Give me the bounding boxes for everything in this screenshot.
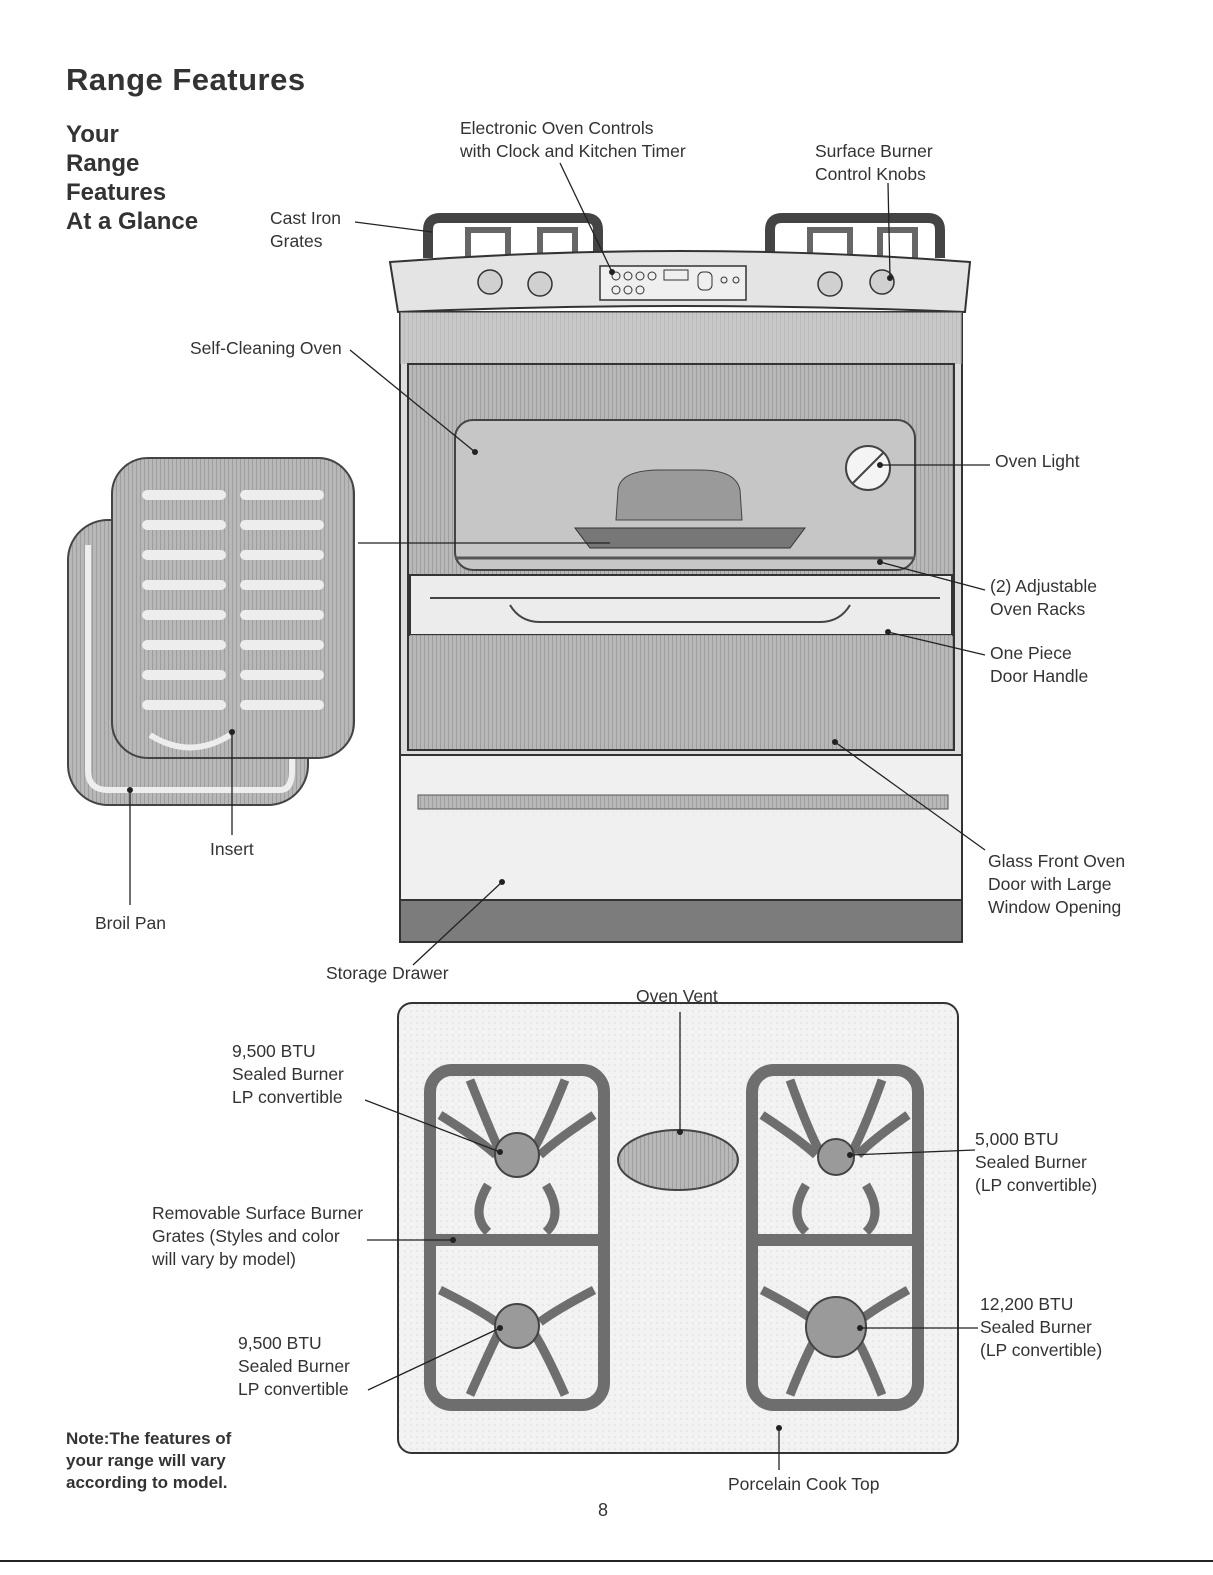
page-number: 8 [598,1500,609,1520]
note-line: Note:The features of [66,1429,232,1448]
burner-left-front [494,1303,540,1349]
label-line: 5,000 BTU [975,1129,1059,1149]
label-glass-door: Glass Front Oven Door with Large Window … [988,850,1125,919]
label-line: Control Knobs [815,164,926,184]
burner-right-rear [817,1138,855,1176]
label-insert: Insert [210,838,254,861]
subheading-line: At a Glance [66,208,199,235]
label-line: Door with Large [988,874,1112,894]
label-line: Electronic Oven Controls [460,118,654,138]
oven-vent [617,1129,739,1191]
page-title: Range Features [66,62,306,97]
label-line: Self-Cleaning Oven [190,338,342,358]
label-line: Sealed Burner [975,1152,1087,1172]
label-line: Door Handle [990,666,1089,686]
label-line: LP convertible [238,1379,349,1399]
range-front-view [388,213,972,943]
subheading-line: Range [66,150,140,177]
label-line: Storage Drawer [326,963,449,983]
label-broil-pan: Broil Pan [95,912,166,935]
burner-left-rear [494,1132,540,1178]
label-line: Oven Light [995,451,1080,471]
label-line: Insert [210,839,254,859]
label-line: (LP convertible) [980,1340,1103,1360]
label-line: with Clock and Kitchen Timer [460,141,686,161]
label-adjustable-racks: (2) Adjustable Oven Racks [990,575,1097,621]
label-removable-grates: Removable Surface Burner Grates (Styles … [152,1202,363,1271]
label-line: Cast Iron [270,208,341,228]
label-line: LP convertible [232,1087,343,1107]
broil-pan-insert [111,457,355,759]
storage-drawer [399,754,963,901]
label-line: Broil Pan [95,913,167,933]
leader-lines [129,162,990,1470]
door-handle-area [409,574,953,636]
label-line: Oven Racks [990,599,1086,619]
grate-right [746,1064,924,1411]
leader-dots [127,269,893,1431]
label-line: Glass Front Oven [988,851,1126,871]
subheading-line: Your [66,121,119,148]
page-subheading: Your Range Features At a Glance [66,120,198,236]
label-line: One Piece [990,643,1072,663]
range-top-trim [400,312,962,364]
label-cast-iron-grates: Cast Iron Grates [270,207,341,253]
label-line: Oven Vent [636,986,718,1006]
label-self-cleaning-oven: Self-Cleaning Oven [190,337,342,360]
label-storage-drawer: Storage Drawer [326,962,449,985]
label-porcelain-cooktop: Porcelain Cook Top [728,1473,879,1496]
burner-right-front [805,1296,867,1358]
label-line: Removable Surface Burner [152,1203,364,1223]
label-burner-left-rear: 9,500 BTU Sealed Burner LP convertible [232,1040,344,1109]
label-burner-right-rear: 5,000 BTU Sealed Burner (LP convertible) [975,1128,1097,1197]
label-electronic-controls: Electronic Oven Controls with Clock and … [460,117,686,163]
label-line: Grates (Styles and color [152,1226,340,1246]
label-line: Window Opening [988,897,1122,917]
electronic-control-pad [599,265,747,301]
label-line: will vary by model) [152,1249,296,1269]
label-line: Sealed Burner [232,1064,344,1084]
note-line: according to model. [66,1473,228,1492]
label-oven-vent: Oven Vent [636,985,718,1008]
grate-left [424,1064,610,1411]
label-line: 12,200 BTU [980,1294,1074,1314]
note-line: your range will vary [66,1451,226,1470]
label-line: Grates [270,231,323,251]
label-line: 9,500 BTU [232,1041,316,1061]
label-line: Surface Burner [815,141,933,161]
label-line: Sealed Burner [238,1356,350,1376]
cast-iron-grate-left [423,213,603,258]
cooktop-top-view [397,1002,959,1454]
label-line: 9,500 BTU [238,1333,322,1353]
toe-kick [399,899,963,943]
label-oven-light: Oven Light [995,450,1080,473]
label-line: Sealed Burner [980,1317,1092,1337]
label-burner-left-front: 9,500 BTU Sealed Burner LP convertible [238,1332,350,1401]
label-line: (LP convertible) [975,1175,1098,1195]
bottom-rule [0,1560,1213,1562]
subheading-line: Features [66,179,167,206]
label-door-handle: One Piece Door Handle [990,642,1088,688]
model-note: Note:The features of your range will var… [66,1428,231,1494]
label-surface-burner-knobs: Surface Burner Control Knobs [815,140,933,186]
label-line: (2) Adjustable [990,576,1098,596]
label-burner-right-front: 12,200 BTU Sealed Burner (LP convertible… [980,1293,1102,1362]
cast-iron-grate-right [765,213,945,258]
label-line: Porcelain Cook Top [728,1474,880,1494]
